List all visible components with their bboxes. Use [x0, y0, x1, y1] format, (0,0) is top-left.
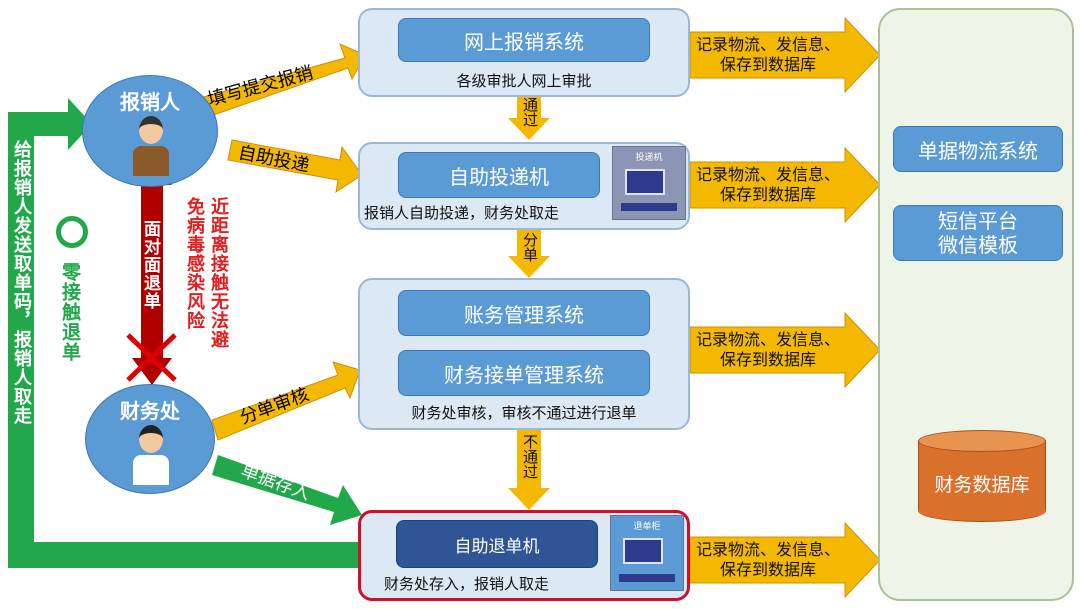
arrow-record-4: [689, 521, 881, 599]
arrow-dispatch: [211, 361, 361, 441]
record-label-4: 记录物流、发信息、保存到数据库: [695, 540, 840, 579]
kiosk-desc: 报销人自助投递，财务处取走: [364, 204, 560, 222]
record-label-2: 记录物流、发信息、保存到数据库: [695, 165, 840, 204]
face-to-face-text: 面对面退单: [140, 220, 160, 310]
claimant-node: 报销人: [82, 75, 218, 187]
arrow-fail: [508, 430, 550, 510]
risk-text-2: 免病毒感染风险: [184, 197, 205, 330]
person-icon: [133, 425, 169, 489]
send-code-text: 给报销人发送取单码，报销人取走: [11, 140, 32, 425]
return-machine-icon: 退单柜: [610, 515, 684, 591]
kiosk-button[interactable]: 自助投递机: [398, 152, 600, 198]
arrow-split: [508, 230, 550, 278]
accounting-system-button[interactable]: 账务管理系统: [398, 290, 650, 336]
arrow-record-2: [689, 146, 881, 224]
database-label: 财务数据库: [934, 474, 1030, 496]
sms-wechat-button[interactable]: 短信平台 微信模板: [893, 205, 1063, 261]
return-desc: 财务处存入，报销人取走: [384, 575, 550, 593]
kiosk-machine-icon: 投递机: [612, 146, 686, 220]
record-label-1: 记录物流、发信息、保存到数据库: [695, 35, 840, 74]
order-system-button[interactable]: 财务接单管理系统: [398, 350, 650, 396]
arrow-record-3: [689, 311, 881, 389]
sms-label: 短信平台: [938, 209, 1018, 233]
pass-label: 通过: [521, 97, 539, 127]
split-label: 分单: [521, 232, 539, 262]
wechat-label: 微信模板: [938, 233, 1018, 257]
claimant-label: 报销人: [120, 90, 180, 114]
red-double-arrow: [132, 158, 172, 385]
zero-icon: [56, 216, 88, 248]
red-x-icon: [126, 333, 177, 382]
online-system-desc: 各级审批人网上审批: [456, 72, 592, 90]
return-machine-label: 退单柜: [633, 522, 661, 532]
risk-text-1: 近距离接触无法避: [208, 197, 229, 349]
arrow-pass: [508, 97, 550, 140]
online-system-button[interactable]: 网上报销系统: [398, 18, 650, 62]
record-label-3: 记录物流、发信息、保存到数据库: [695, 330, 840, 369]
arrow-deposit: [212, 455, 362, 525]
arrow-record-1: [689, 16, 881, 94]
logistics-system-button[interactable]: 单据物流系统: [893, 126, 1063, 172]
database-icon: 财务数据库: [918, 430, 1046, 522]
fail-label: 不通过: [521, 434, 539, 479]
return-machine-button[interactable]: 自助退单机: [396, 520, 598, 568]
finance-node: 财务处: [85, 384, 215, 494]
arrow-self-deliver: [227, 139, 363, 194]
finance-label: 财务处: [120, 399, 180, 423]
kiosk-machine-label: 投递机: [635, 153, 663, 163]
person-icon: [133, 116, 169, 182]
zero-contact-text: 零接触退单: [59, 262, 81, 362]
accounting-desc: 财务处审核，审核不通过进行退单: [411, 404, 637, 422]
